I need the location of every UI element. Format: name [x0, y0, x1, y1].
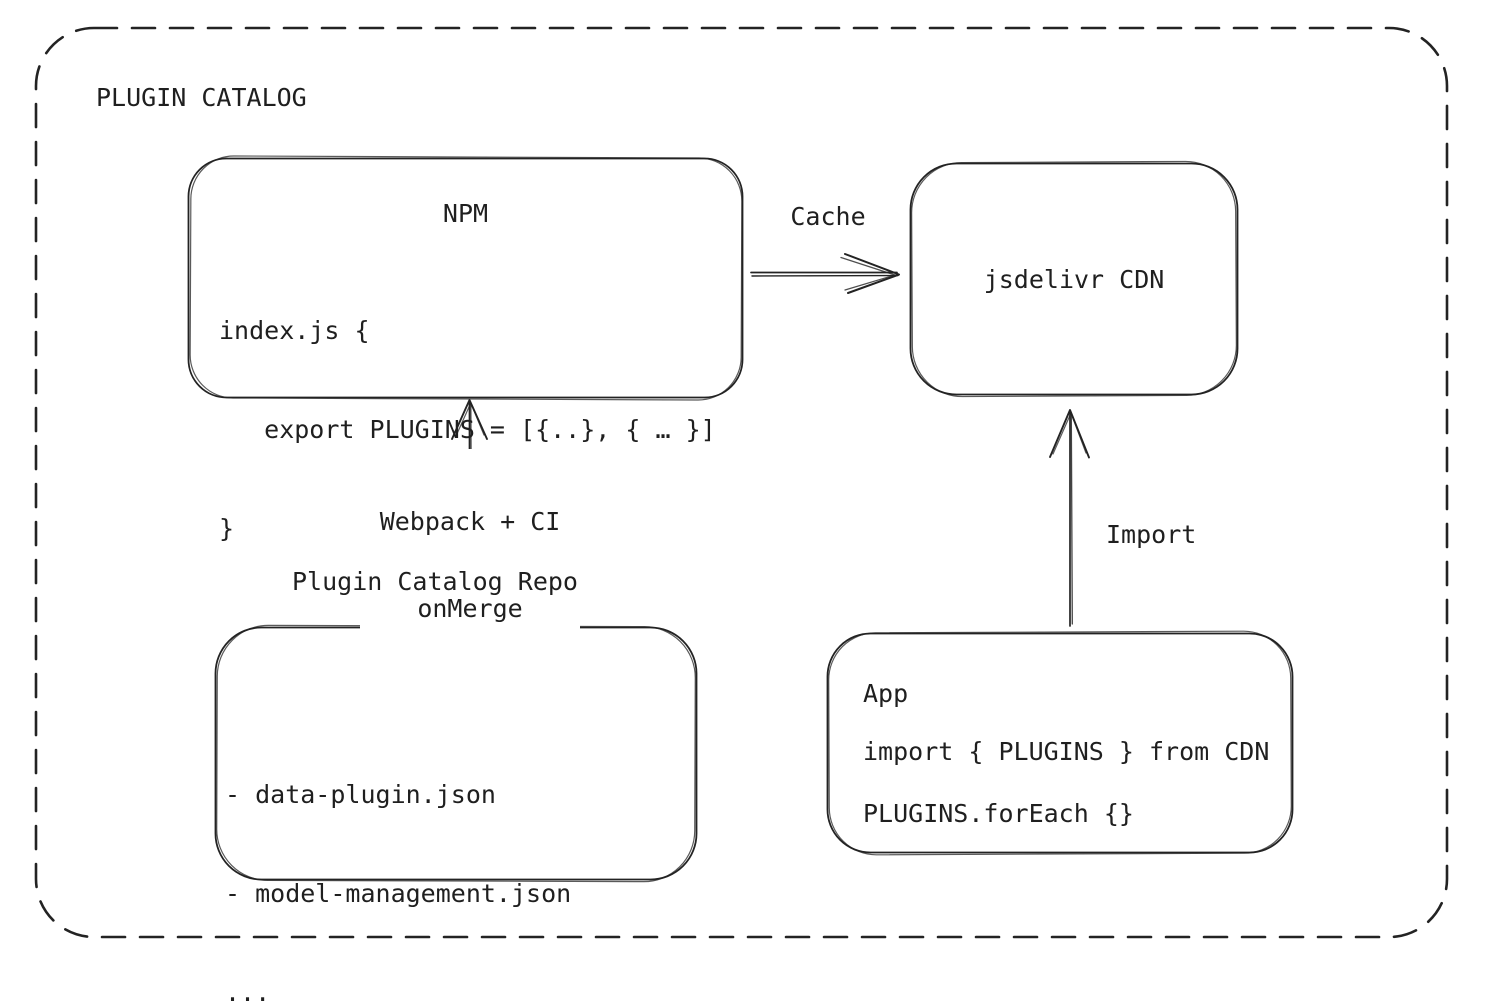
npm-node-code: index.js { export PLUGINS = [{..}, { … }…: [219, 248, 716, 611]
npm-box-outline-echo: [189, 155, 743, 401]
import-edge-label: Import: [1102, 520, 1201, 550]
app-node-title: App: [863, 679, 909, 708]
cache-arrow-shaft-echo: [751, 274, 899, 277]
import-arrow: [1049, 409, 1090, 627]
repo-file-item: - model-management.json: [225, 879, 572, 908]
repo-node-title: Plugin Catalog Repo: [215, 567, 655, 597]
repo-file-item: - data-plugin.json: [225, 780, 496, 809]
app-code-line: import { PLUGINS } from CDN: [863, 737, 1270, 766]
app-code-line: PLUGINS.forEach {}: [863, 799, 1134, 828]
repo-file-item: ...: [225, 978, 271, 1002]
app-box: [826, 630, 1294, 856]
cdn-box: [909, 160, 1239, 398]
npm-box-outline: [187, 157, 744, 399]
app-box-outline-echo: [828, 630, 1292, 856]
npm-box: [187, 155, 744, 401]
build-edge-label-line: onMerge: [417, 594, 523, 623]
build-edge-label: Webpack + CI onMerge: [360, 449, 580, 681]
app-box-outline: [826, 632, 1294, 854]
npm-code-line: index.js {: [219, 316, 370, 345]
repo-node-files: - data-plugin.json - model-management.js…: [225, 712, 571, 1002]
build-arrowhead: [451, 399, 488, 440]
npm-node-title: NPM: [442, 199, 489, 228]
npm-code-line: }: [219, 514, 235, 543]
build-edge-label-line: Webpack + CI: [379, 507, 561, 536]
cdn-node-label: jsdelivr CDN: [983, 265, 1165, 294]
import-arrowhead-echo: [1052, 412, 1087, 455]
diagram-boundary: [34, 26, 1449, 939]
cache-arrow: [750, 253, 900, 294]
cache-arrowhead-echo: [840, 256, 896, 291]
cdn-box-outline: [909, 162, 1239, 396]
import-arrow-shaft-echo: [1070, 413, 1073, 625]
build-arrowhead-echo: [455, 402, 485, 437]
diagram-title: PLUGIN CATALOG: [96, 83, 307, 112]
cache-arrowhead: [844, 253, 900, 294]
import-arrowhead: [1049, 409, 1090, 459]
cache-edge-label: Cache: [768, 202, 888, 232]
cdn-box-outline-echo: [911, 160, 1237, 398]
npm-code-line: export PLUGINS = [{..}, { … }]: [219, 415, 716, 444]
